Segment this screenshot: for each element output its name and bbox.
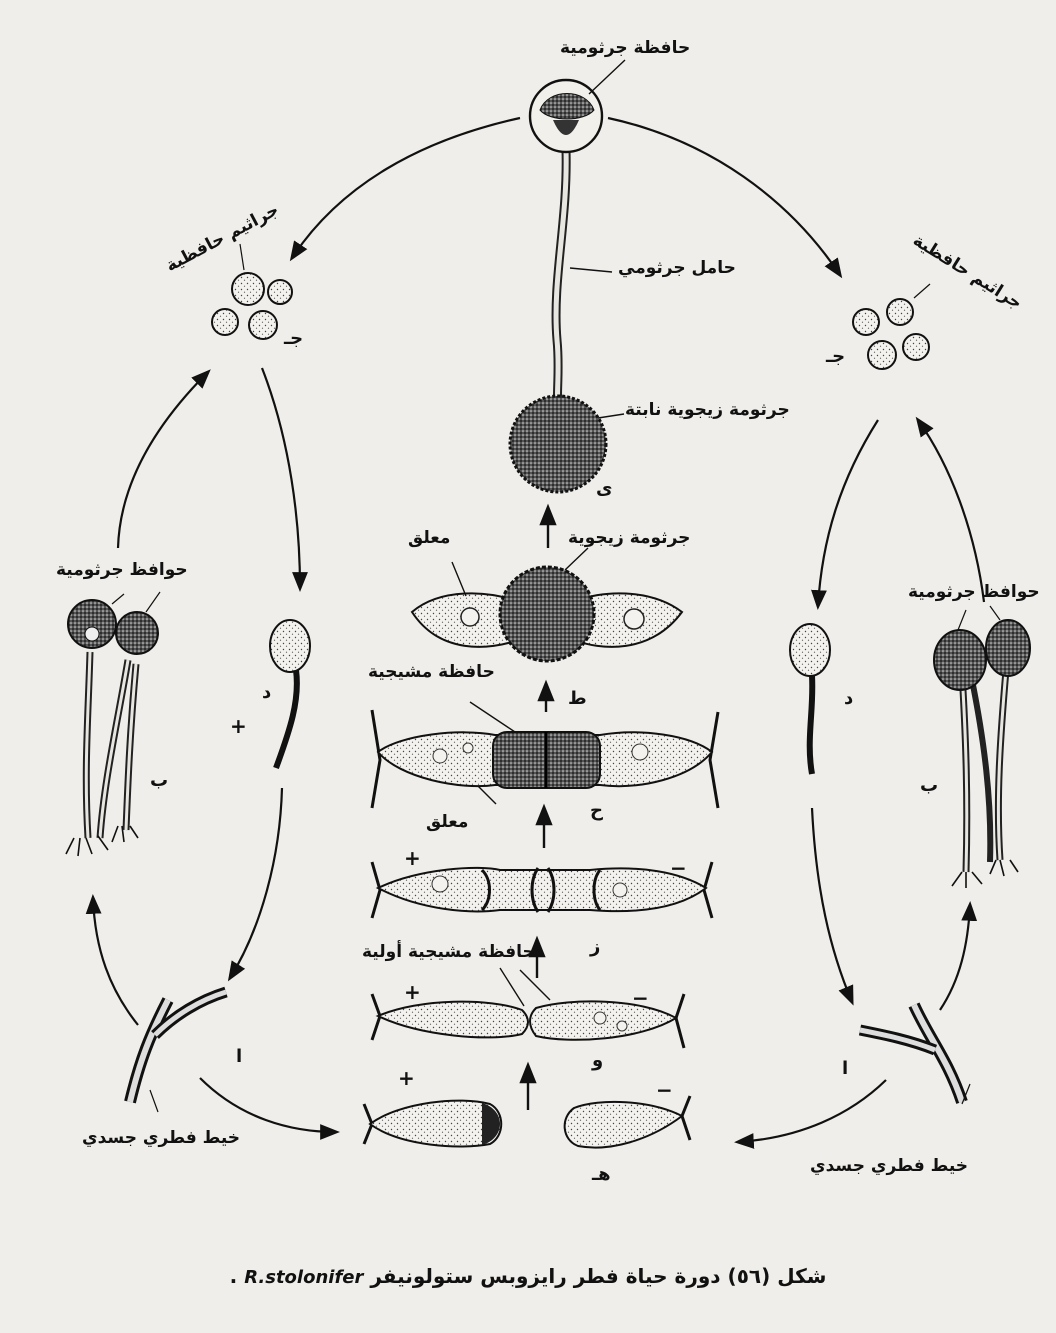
- label-hypha-right: خيط فطري جسدي: [810, 1156, 968, 1176]
- arrow-spores-right-down: [818, 420, 878, 606]
- sign-minus-h: −: [656, 1078, 673, 1102]
- arrow-hypha-right-up: [940, 905, 970, 1010]
- letter-t: ط: [568, 688, 587, 709]
- hypha-left: [130, 992, 226, 1112]
- caption-end: .: [230, 1264, 238, 1288]
- arrow-sporangium-to-spores-left: [292, 118, 520, 258]
- label-hypha-left: خيط فطري جسدي: [82, 1128, 240, 1148]
- progametangium-stage-z: [372, 862, 712, 918]
- figure-caption: شكل (٥٦) دورة حياة فطر رايزوبس ستولونيفر…: [0, 1264, 1056, 1288]
- spores-left: [212, 244, 292, 339]
- gametangium-stage: [372, 702, 718, 808]
- letter-a-right: ا: [842, 1058, 848, 1079]
- letter-b-left: ب: [150, 770, 168, 791]
- germinating-spore-right: [790, 624, 830, 774]
- letter-z: ز: [590, 936, 600, 957]
- sign-plus-h: +: [398, 1066, 415, 1090]
- arrow-d-right-to-hypha: [812, 808, 852, 1002]
- letter-y: ى: [596, 478, 613, 499]
- label-zygospore: جرثومة زيجوية: [568, 528, 690, 548]
- arrow-sporangia-left-up: [118, 372, 208, 548]
- sign-plus-w: +: [404, 980, 421, 1004]
- label-sporangia-right: حوافظ جرثومية: [908, 582, 1040, 602]
- letter-d-left: د: [262, 682, 271, 703]
- label-suspensor-top: معلق: [408, 528, 450, 548]
- arrow-spores-left-down: [262, 368, 300, 588]
- letter-j-left: جـ: [284, 328, 303, 349]
- sign-minus-z: −: [670, 856, 687, 880]
- germinating-spore-left: [270, 620, 310, 768]
- sporangia-left: [66, 592, 160, 856]
- arrow-sporangium-to-spores-right: [608, 118, 840, 275]
- sporangia-right: [934, 606, 1030, 888]
- label-germinating-zygospore: جرثومة زيجوية نابتة: [625, 400, 790, 420]
- letter-a-left: ا: [236, 1046, 242, 1067]
- letter-b-right: ب: [920, 775, 938, 796]
- arrow-hypha-left-to-h: [200, 1078, 336, 1132]
- caption-text: شكل (٥٦) دورة حياة فطر رايزوبس ستولونيفر: [370, 1264, 826, 1288]
- label-suspensor-mid: معلق: [426, 812, 468, 832]
- sign-minus-w: −: [632, 986, 649, 1010]
- letter-w: و: [592, 1050, 603, 1071]
- label-sporangia-left: حوافظ جرثومية: [56, 560, 188, 580]
- sign-plus-d-left: +: [230, 714, 247, 738]
- letter-d-right: د: [844, 688, 853, 709]
- sign-plus-z: +: [404, 846, 421, 870]
- label-top-sporangium: حافظة جرثومية: [560, 38, 690, 58]
- letter-h: هـ: [592, 1164, 611, 1185]
- letter-j-right: جـ: [826, 346, 845, 367]
- label-gametangium: حافظة مشيجية: [368, 662, 495, 682]
- label-progametangium: حافظة مشيجية أولية: [362, 942, 535, 962]
- zygospore-stage: [412, 548, 682, 661]
- label-sporangiophore: حامل جرثومي: [618, 258, 736, 278]
- arrow-hypha-left-up: [93, 898, 138, 1025]
- caption-scientific-name: R.stolonifer: [244, 1267, 363, 1288]
- arrow-hypha-right-to-h: [738, 1080, 886, 1142]
- arrow-d-left-to-hypha: [230, 788, 282, 978]
- spores-right: [853, 284, 930, 369]
- top-sporangium-group: [530, 60, 625, 410]
- letter-ha: ح: [590, 800, 603, 821]
- arrow-sporangia-right-up: [918, 420, 984, 602]
